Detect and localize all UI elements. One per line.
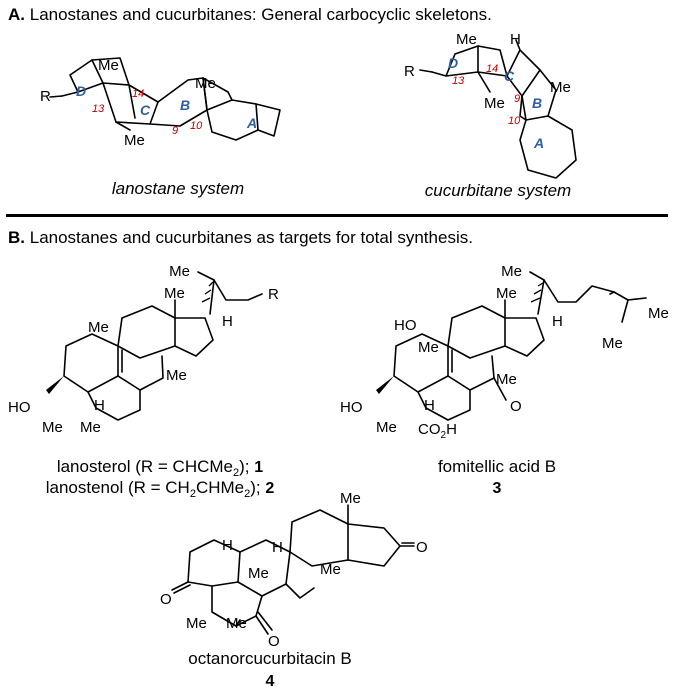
ketone-oxygen-label: O (268, 633, 280, 650)
methyl-label: Me (484, 95, 505, 112)
locant-10: 10 (508, 115, 521, 127)
methyl-label: Me (186, 615, 207, 632)
cucurbitane-caption: cucurbitane system (425, 181, 571, 200)
locant-14: 14 (486, 63, 498, 75)
locant-13: 13 (452, 75, 465, 87)
methyl-label: Me (376, 419, 397, 436)
methyl-label: Me (550, 79, 571, 96)
lanostane-caption: lanostane system (112, 179, 244, 198)
ring-a-label: A (533, 135, 544, 151)
hydrogen-label: H (424, 397, 435, 414)
cucurbitane-structure: R Me H Me Me D C B A 13 14 9 10 (404, 31, 577, 179)
lanostane-structure: R Me Me Me D C B A 13 14 9 10 (40, 57, 281, 149)
methyl-label: Me (501, 263, 522, 280)
locant-13: 13 (92, 103, 105, 115)
locant-9: 9 (172, 125, 178, 137)
octanorcucurbitacin-name: octanorcucurbitacin B (188, 649, 351, 668)
hydrogen-label: H (272, 539, 283, 556)
hydrogen-label: H (222, 313, 233, 330)
compound-3-number: 3 (493, 480, 502, 497)
fomitellic-acid-name: fomitellic acid B (438, 457, 556, 476)
locant-14: 14 (132, 88, 144, 100)
hydroxyl-label: HO (340, 399, 363, 416)
methyl-label: Me (42, 419, 63, 436)
compound-4-number: 4 (266, 673, 275, 690)
hydroxyl-label: HO (8, 399, 31, 416)
ketone-oxygen-label: O (160, 591, 172, 608)
hydroxyl-label: HO (394, 317, 417, 334)
methyl-label: Me (164, 285, 185, 302)
section-b-header: B. Lanostanes and cucurbitanes as target… (8, 228, 473, 247)
methyl-label: Me (496, 371, 517, 388)
ring-d-label: D (448, 55, 458, 71)
ring-b-label: B (532, 95, 542, 111)
methyl-label: Me (169, 263, 190, 280)
locant-10: 10 (190, 120, 203, 132)
methyl-label: Me (195, 75, 216, 92)
ketone-oxygen-label: O (510, 398, 522, 415)
hydrogen-label: H (510, 31, 521, 48)
r-label: R (404, 63, 415, 80)
lanostenol-name: lanostenol (R = CH2CHMe2); 2 (46, 478, 275, 500)
hydrogen-label: H (94, 397, 105, 414)
methyl-label: Me (418, 339, 439, 356)
methyl-label: Me (602, 335, 623, 352)
section-divider (6, 214, 668, 217)
methyl-label: Me (340, 490, 361, 507)
hydrogen-label: H (552, 313, 563, 330)
methyl-label: Me (124, 132, 145, 149)
methyl-label: Me (248, 565, 269, 582)
ring-b-label: B (180, 97, 190, 113)
lanosterol-name: lanosterol (R = CHCMe2); 1 (57, 457, 263, 479)
locant-9: 9 (514, 93, 520, 105)
methyl-label: Me (496, 285, 517, 302)
ring-a-label: A (246, 115, 257, 131)
ring-c-label: C (504, 68, 515, 84)
methyl-label: Me (80, 419, 101, 436)
ring-c-label: C (140, 102, 151, 118)
hydrogen-label: H (222, 537, 233, 554)
methyl-label: Me (88, 319, 109, 336)
octanorcucurbitacin-structure: O Me O O H H Me Me Me Me (160, 490, 428, 650)
section-a-header: A. Lanostanes and cucurbitanes: General … (8, 5, 492, 24)
methyl-label: Me (98, 57, 119, 74)
lanosterol-structure: Me R Me H Me Me HO Me Me H (8, 263, 279, 436)
methyl-label: Me (320, 561, 341, 578)
r-label: R (268, 286, 279, 303)
ring-d-label: D (76, 83, 86, 99)
r-label: R (40, 88, 51, 105)
methyl-label: Me (648, 305, 669, 322)
ketone-oxygen-label: O (416, 539, 428, 556)
methyl-label: Me (226, 615, 247, 632)
fomitellic-acid-structure: Me Me Me Me H HO Me Me O HO Me H CO2H (340, 263, 669, 441)
carboxylic-acid-label: CO2H (418, 421, 457, 441)
methyl-label: Me (456, 31, 477, 48)
methyl-label: Me (166, 367, 187, 384)
